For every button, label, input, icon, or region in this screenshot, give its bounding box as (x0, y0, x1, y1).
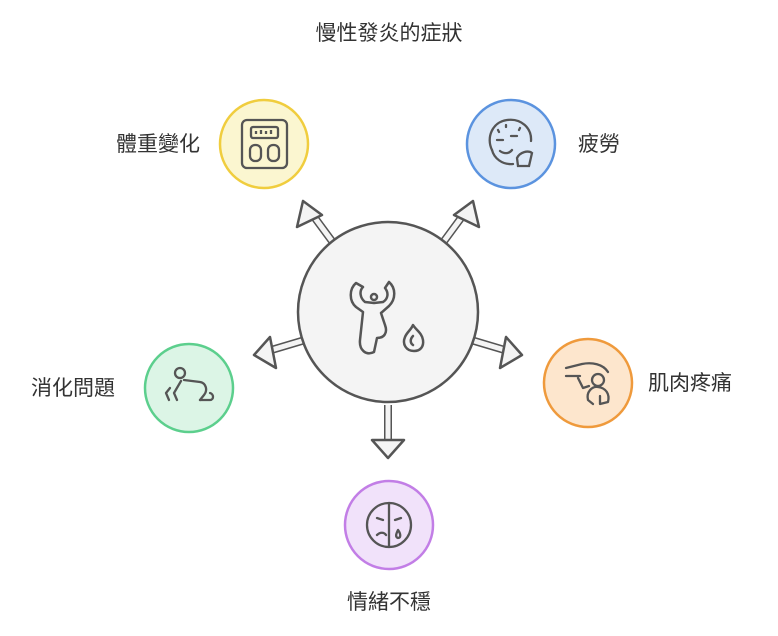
node-label-digestion: 消化問題 (31, 376, 115, 400)
node-digestion: 消化問題 (31, 342, 235, 434)
arrow-to-muscle (469, 335, 524, 370)
node-label-fatigue: 疲勞 (578, 132, 620, 156)
central-circle (296, 220, 480, 404)
node-weight: 體重變化 (116, 98, 310, 190)
inflamed-body-icon (349, 280, 425, 355)
node-label-muscle: 肌肉疼痛 (648, 371, 732, 395)
node-label-weight: 體重變化 (116, 132, 200, 156)
crawling-person-icon (164, 366, 215, 402)
node-muscle: 肌肉疼痛 (542, 337, 732, 429)
node-label-mood: 情緒不穩 (347, 590, 431, 614)
arrow-to-digestion (252, 335, 307, 370)
central-hub (252, 199, 524, 460)
node-fatigue: 疲勞 (465, 98, 620, 190)
scale-icon (240, 118, 289, 170)
arrow-to-mood (370, 405, 406, 460)
node-mood: 情緒不穩 (343, 479, 435, 614)
tired-face-icon (488, 118, 534, 168)
diagram-title: 慢性發炎的症狀 (316, 21, 463, 45)
sad-face-icon (365, 501, 413, 549)
sore-muscle-icon (564, 362, 610, 406)
